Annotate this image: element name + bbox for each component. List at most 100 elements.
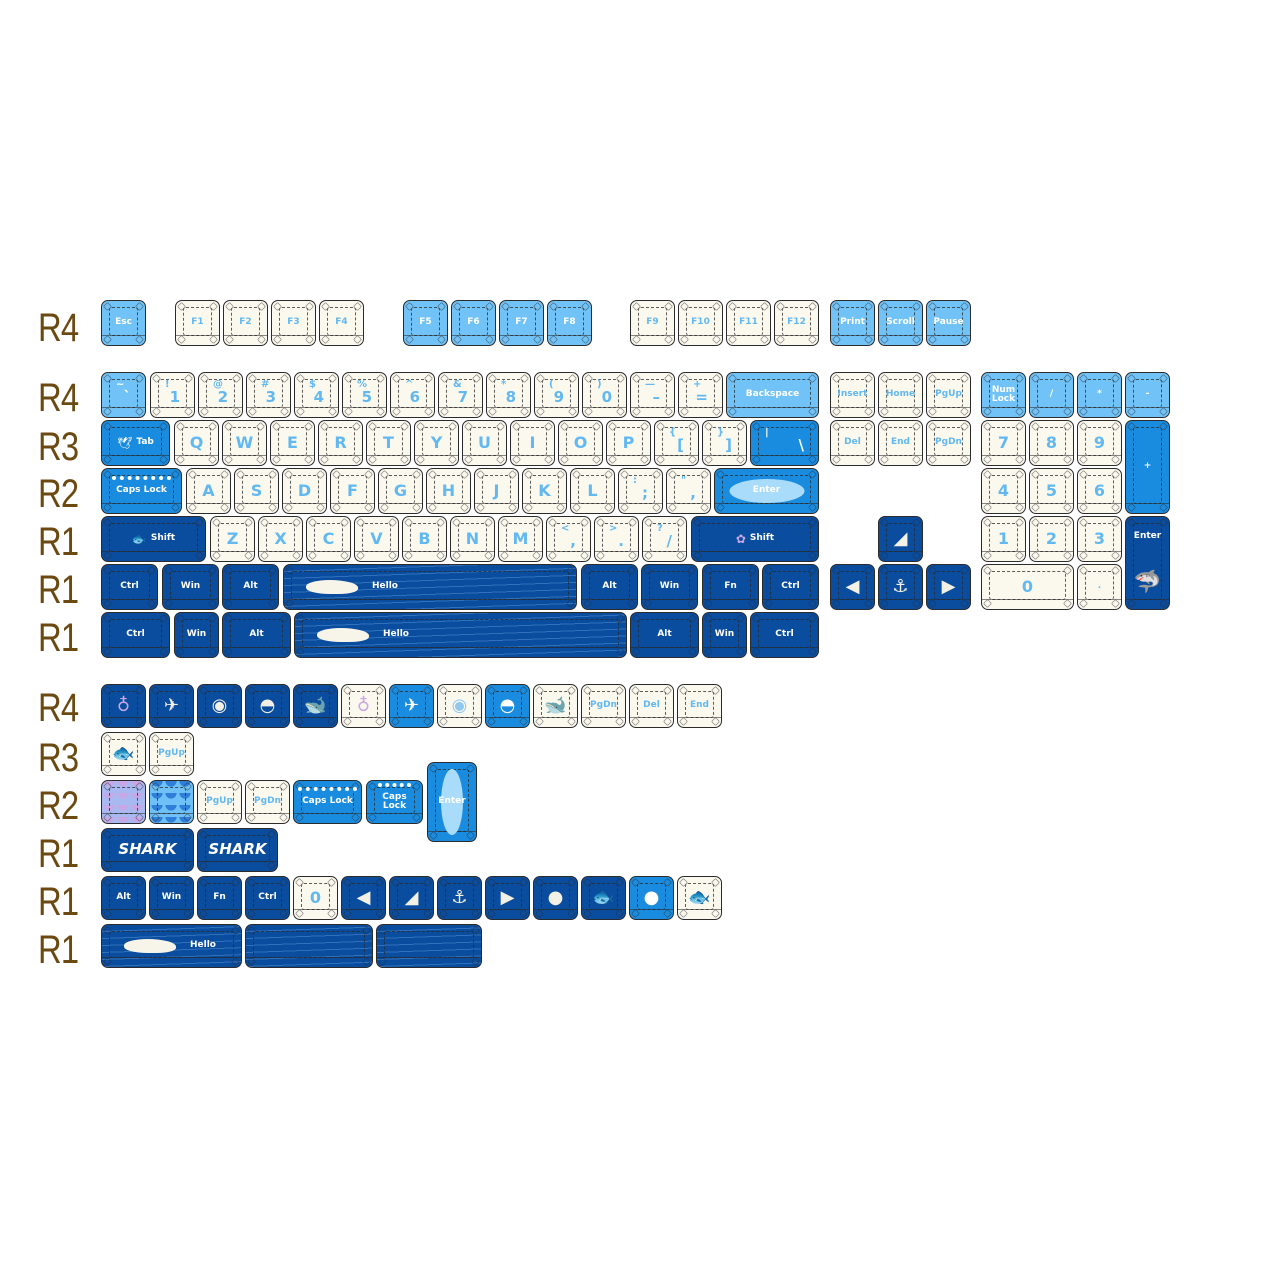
keycap-e[interactable]: E <box>270 420 315 466</box>
keycap-ext_fn[interactable]: Fn <box>197 876 242 920</box>
keycap-np6[interactable]: 6 <box>1077 468 1122 514</box>
keycap-f4[interactable]: F4 <box>319 300 364 346</box>
keycap-grave[interactable]: ~` <box>101 372 146 418</box>
keycap-enter[interactable]: Enter <box>714 468 819 514</box>
keycap-g[interactable]: G <box>378 468 423 514</box>
keycap-quote[interactable]: ", <box>666 468 711 514</box>
keycap-np2[interactable]: 2 <box>1029 516 1074 562</box>
keycap-npplus[interactable]: + <box>1125 420 1170 514</box>
keycap-o[interactable]: O <box>558 420 603 466</box>
keycap-ctrl2r[interactable]: Ctrl <box>750 612 819 658</box>
keycap-n[interactable]: N <box>450 516 495 562</box>
keycap-iso_enter[interactable]: Enter <box>427 762 477 842</box>
keycap-u[interactable]: U <box>462 420 507 466</box>
keycap-ext_finr[interactable]: ▶ <box>485 876 530 920</box>
keycap-k1[interactable]: !1 <box>150 372 195 418</box>
keycap-period[interactable]: >. <box>594 516 639 562</box>
keycap-ext_caps2[interactable]: Caps Lock <box>366 780 423 824</box>
keycap-d[interactable]: D <box>282 468 327 514</box>
keycap-fn1[interactable]: Fn <box>702 564 759 610</box>
keycap-nov2[interactable]: ✈ <box>149 684 194 728</box>
keycap-scale_purple[interactable] <box>101 780 146 824</box>
keycap-scale_blue[interactable] <box>149 780 194 824</box>
keycap-k6[interactable]: ^6 <box>390 372 435 418</box>
keycap-npdot[interactable]: . <box>1077 564 1122 610</box>
keycap-f10[interactable]: F10 <box>678 300 723 346</box>
keycap-pgup[interactable]: PgUp <box>926 372 971 418</box>
keycap-ext_ctrl[interactable]: Ctrl <box>245 876 290 920</box>
keycap-l[interactable]: L <box>570 468 615 514</box>
keycap-ext_del[interactable]: Del <box>629 684 674 728</box>
keycap-win1[interactable]: Win <box>162 564 219 610</box>
keycap-lbracket[interactable]: {[ <box>654 420 699 466</box>
keycap-win2r[interactable]: Win <box>702 612 747 658</box>
keycap-capslock[interactable]: Caps Lock <box>101 468 182 514</box>
keycap-ext_pgdn[interactable]: PgDn <box>581 684 626 728</box>
keycap-ext_caps1[interactable]: Caps Lock <box>293 780 362 824</box>
keycap-np8[interactable]: 8 <box>1029 420 1074 466</box>
keycap-alt2r[interactable]: Alt <box>630 612 699 658</box>
keycap-up[interactable]: ◢ <box>878 516 923 562</box>
keycap-ext_pgup2[interactable]: PgUp <box>197 780 242 824</box>
keycap-f5[interactable]: F5 <box>403 300 448 346</box>
keycap-alt1r[interactable]: Alt <box>581 564 638 610</box>
keycap-r[interactable]: R <box>318 420 363 466</box>
keycap-w[interactable]: W <box>222 420 267 466</box>
keycap-h[interactable]: H <box>426 468 471 514</box>
keycap-k4[interactable]: $4 <box>294 372 339 418</box>
keycap-pgdn[interactable]: PgDn <box>926 420 971 466</box>
keycap-print[interactable]: Print <box>830 300 875 346</box>
keycap-end[interactable]: End <box>878 420 923 466</box>
keycap-np5[interactable]: 5 <box>1029 468 1074 514</box>
keycap-equal[interactable]: += <box>678 372 723 418</box>
keycap-f7[interactable]: F7 <box>499 300 544 346</box>
keycap-ext_wshark2[interactable]: 🐟 <box>677 876 722 920</box>
keycap-win1r[interactable]: Win <box>641 564 698 610</box>
keycap-alt1[interactable]: Alt <box>222 564 279 610</box>
keycap-tab[interactable]: 🕊Tab <box>101 420 170 466</box>
keycap-space1[interactable]: Hello <box>283 564 577 610</box>
keycap-ctrl1r[interactable]: Ctrl <box>762 564 819 610</box>
keycap-f3[interactable]: F3 <box>271 300 316 346</box>
keycap-ext_finl[interactable]: ◀ <box>341 876 386 920</box>
keycap-del[interactable]: Del <box>830 420 875 466</box>
keycap-f9[interactable]: F9 <box>630 300 675 346</box>
keycap-i[interactable]: I <box>510 420 555 466</box>
keycap-c[interactable]: C <box>306 516 351 562</box>
keycap-ext_space3[interactable] <box>376 924 482 968</box>
keycap-lshift[interactable]: 🐟Shift <box>101 516 206 562</box>
keycap-np9[interactable]: 9 <box>1077 420 1122 466</box>
keycap-np1[interactable]: 1 <box>981 516 1026 562</box>
keycap-nov3[interactable]: ◉ <box>197 684 242 728</box>
keycap-np0[interactable]: 0 <box>981 564 1074 610</box>
keycap-np3[interactable]: 3 <box>1077 516 1122 562</box>
keycap-npslash[interactable]: / <box>1029 372 1074 418</box>
keycap-f12[interactable]: F12 <box>774 300 819 346</box>
keycap-ext_end[interactable]: End <box>677 684 722 728</box>
keycap-ext_finup[interactable]: ◢ <box>389 876 434 920</box>
keycap-alt2[interactable]: Alt <box>222 612 291 658</box>
keycap-npstar[interactable]: * <box>1077 372 1122 418</box>
keycap-space2[interactable]: Hello <box>294 612 627 658</box>
keycap-ext_space2[interactable] <box>245 924 373 968</box>
keycap-pause[interactable]: Pause <box>926 300 971 346</box>
keycap-a[interactable]: A <box>186 468 231 514</box>
keycap-npminus[interactable]: - <box>1125 372 1170 418</box>
keycap-minus[interactable]: —– <box>630 372 675 418</box>
keycap-nov6[interactable]: ♁ <box>341 684 386 728</box>
keycap-m[interactable]: M <box>498 516 543 562</box>
keycap-ext_alt[interactable]: Alt <box>101 876 146 920</box>
keycap-f2[interactable]: F2 <box>223 300 268 346</box>
keycap-scroll[interactable]: Scroll <box>878 300 923 346</box>
keycap-ctrl2[interactable]: Ctrl <box>101 612 170 658</box>
keycap-ext_anchor[interactable]: ⚓ <box>437 876 482 920</box>
keycap-rshift[interactable]: ✿Shift <box>691 516 819 562</box>
keycap-ext_puffer1[interactable]: ● <box>533 876 578 920</box>
keycap-k[interactable]: K <box>522 468 567 514</box>
keycap-left[interactable]: ◀ <box>830 564 875 610</box>
keycap-v[interactable]: V <box>354 516 399 562</box>
keycap-semicolon[interactable]: :; <box>618 468 663 514</box>
keycap-ext_pgup[interactable]: PgUp <box>149 732 194 776</box>
keycap-shark2[interactable]: SHARK <box>197 828 278 872</box>
keycap-k2[interactable]: @2 <box>198 372 243 418</box>
